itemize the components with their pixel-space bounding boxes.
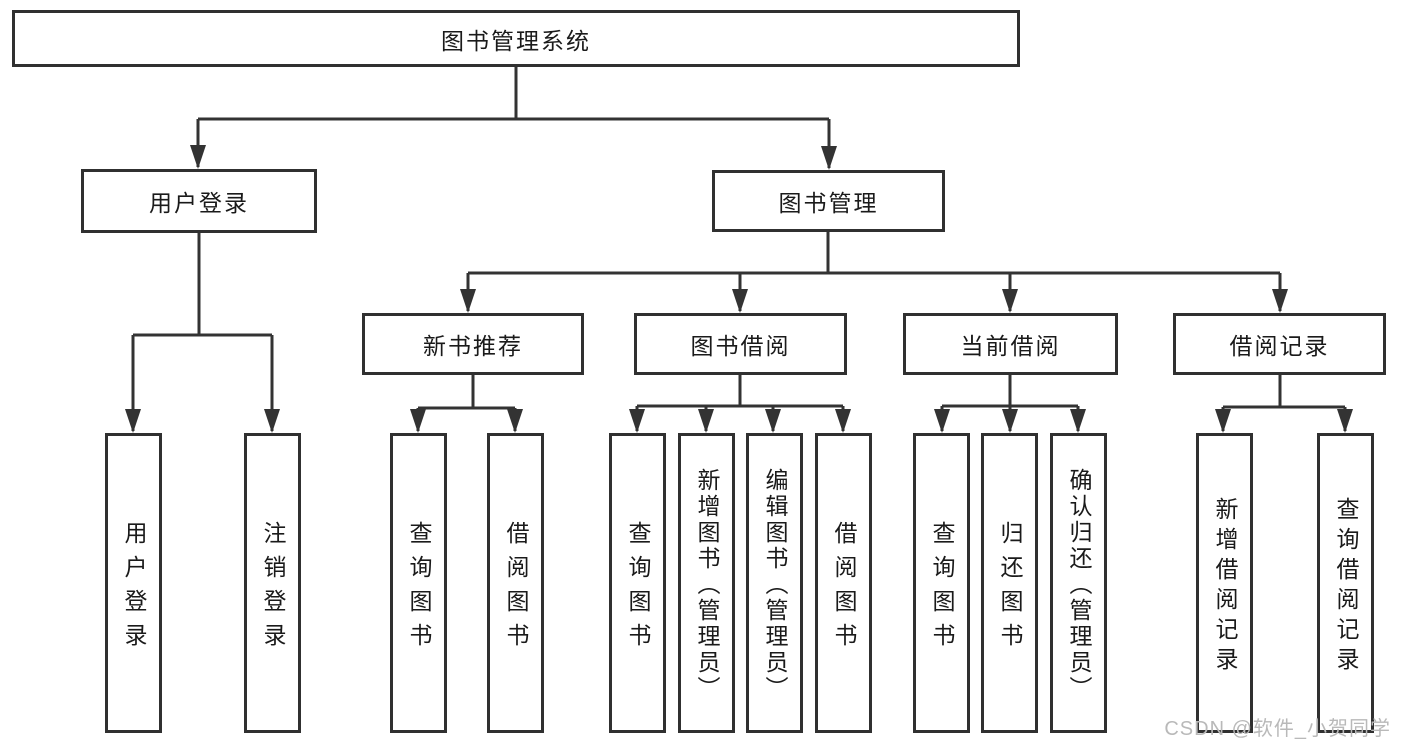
- leaf-logout: 注销登录: [244, 433, 301, 733]
- leaf-query-books-1: 查询图书: [390, 433, 447, 733]
- leaf-query-borrow-record-label: 查询借阅记录: [1333, 496, 1359, 677]
- node-current-borrowing: 当前借阅: [903, 313, 1118, 375]
- leaf-query-books-2: 查询图书: [609, 433, 666, 733]
- node-book-borrowing-label: 图书借阅: [690, 333, 791, 359]
- node-borrowing-records-label: 借阅记录: [1229, 333, 1330, 359]
- leaf-add-book-admin-label: 新增图书（管理员）: [694, 467, 720, 702]
- node-root-system: 图书管理系统: [12, 10, 1020, 67]
- leaf-query-books-1-label: 查询图书: [406, 520, 432, 657]
- node-book-management: 图书管理: [712, 170, 945, 232]
- node-user-login: 用户登录: [81, 169, 317, 233]
- leaf-edit-book-admin-label: 编辑图书（管理员）: [762, 467, 788, 702]
- node-user-login-label: 用户登录: [149, 190, 249, 216]
- leaf-user-login: 用户登录: [105, 433, 162, 733]
- leaf-add-book-admin: 新增图书（管理员）: [678, 433, 735, 733]
- node-borrowing-records: 借阅记录: [1173, 313, 1386, 375]
- leaf-query-books-3: 查询图书: [913, 433, 970, 733]
- leaf-borrow-books-1: 借阅图书: [487, 433, 544, 733]
- leaf-borrow-books-1-label: 借阅图书: [503, 520, 529, 657]
- leaf-add-borrow-record-label: 新增借阅记录: [1212, 496, 1238, 677]
- leaf-query-borrow-record: 查询借阅记录: [1317, 433, 1374, 733]
- leaf-borrow-books-2: 借阅图书: [815, 433, 872, 733]
- leaf-user-login-label: 用户登录: [121, 520, 147, 657]
- node-root-system-label: 图书管理系统: [441, 27, 591, 54]
- leaf-add-borrow-record: 新增借阅记录: [1196, 433, 1253, 733]
- csdn-watermark: CSDN @软件_小贺同学: [1164, 718, 1391, 740]
- leaf-return-book-label: 归还图书: [997, 520, 1023, 657]
- leaf-confirm-return-admin-label: 确认归还（管理员）: [1066, 467, 1092, 702]
- node-new-book-recommend: 新书推荐: [362, 313, 584, 375]
- leaf-query-books-3-label: 查询图书: [929, 520, 955, 657]
- node-book-borrowing: 图书借阅: [634, 313, 847, 375]
- node-book-management-label: 图书管理: [778, 190, 879, 216]
- node-new-book-recommend-label: 新书推荐: [423, 333, 523, 359]
- leaf-borrow-books-2-label: 借阅图书: [831, 520, 857, 657]
- leaf-edit-book-admin: 编辑图书（管理员）: [746, 433, 803, 733]
- leaf-return-book: 归还图书: [981, 433, 1038, 733]
- leaf-logout-label: 注销登录: [260, 520, 286, 657]
- leaf-query-books-2-label: 查询图书: [625, 520, 651, 657]
- node-current-borrowing-label: 当前借阅: [960, 333, 1061, 359]
- leaf-confirm-return-admin: 确认归还（管理员）: [1050, 433, 1107, 733]
